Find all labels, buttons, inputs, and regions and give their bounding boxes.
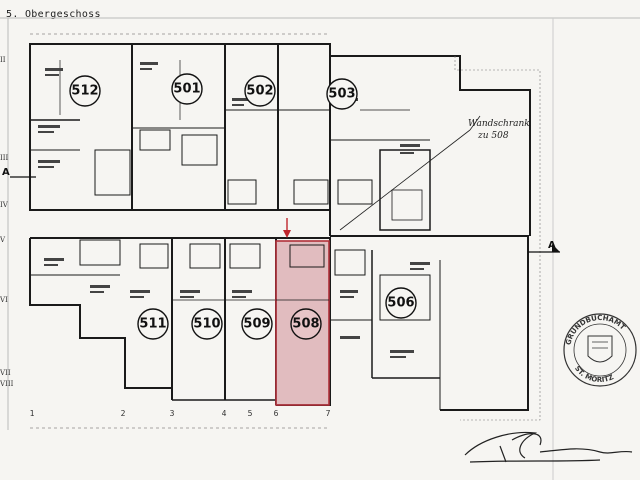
grid-number-5: 5	[248, 409, 253, 418]
stamp-seal: GRUNDBUCHAMT ST. MORITZ	[563, 313, 637, 387]
unit-label-509: 509	[243, 317, 270, 332]
grid-number-2: 2	[121, 409, 126, 418]
unit-circle-502	[244, 75, 276, 107]
unit-circle-506	[385, 287, 417, 319]
red-arrow-icon	[283, 218, 291, 238]
room-text-marks	[38, 62, 430, 358]
section-mark-left: A	[2, 167, 36, 178]
unit-label-508: 508	[292, 317, 319, 332]
unit-circle-510	[191, 308, 223, 340]
unit-label-503: 503	[328, 87, 355, 102]
grid-number-6: 6	[274, 409, 279, 418]
upper-wing	[29, 43, 373, 211]
east-wing	[329, 55, 531, 236]
unit-label-510: 510	[193, 317, 220, 332]
section-mark-left-label: A	[2, 167, 10, 178]
grid-roman-6: VI	[0, 296, 8, 304]
grid-roman-5: V	[0, 236, 6, 244]
unit-circle-511	[137, 308, 169, 340]
unit-circle-508	[290, 308, 322, 340]
section-mark-right: A	[528, 240, 560, 253]
grid-roman-8: VIII	[0, 380, 14, 388]
signature	[464, 431, 633, 463]
unit-circle-509	[241, 308, 273, 340]
grid-roman-3: III	[0, 154, 9, 162]
annotation-leader-tail	[469, 115, 481, 131]
grid-number-1: 1	[30, 409, 35, 418]
south-east-wing	[330, 235, 529, 411]
grid-number-3: 3	[170, 409, 175, 418]
unit-label-506: 506	[387, 296, 414, 311]
annotation-leader	[339, 129, 471, 231]
envelope-outline	[454, 56, 541, 421]
unit-label-512: 512	[71, 84, 98, 99]
grid-roman-2: II	[0, 56, 6, 64]
annotation-line-2: zu 508	[477, 131, 509, 141]
grid-axis-left: II III IV V VI VII VIII	[0, 56, 14, 388]
annotation-line-1: Wandschrank	[468, 119, 530, 129]
unit-508-inner-walls	[276, 244, 329, 301]
svg-text:GRUNDBUCHAMT: GRUNDBUCHAMT	[564, 314, 626, 346]
unit-label-502: 502	[246, 84, 273, 99]
unit-label-511: 511	[139, 317, 166, 332]
grid-roman-4: IV	[0, 201, 9, 209]
grid-number-7: 7	[326, 409, 331, 418]
grid-axis-bottom: 1 2 3 4 5 6 7	[30, 409, 331, 418]
grid-roman-7: VII	[0, 369, 11, 377]
unit-circle-501	[171, 73, 203, 105]
unit-circle-512	[69, 75, 101, 107]
page-title: 5. Obergeschoss	[6, 9, 101, 20]
unit-label-501: 501	[173, 82, 200, 97]
unit-circles: 512 501 502 503 511 510 509 508 506	[69, 73, 417, 340]
unit-circle-503	[326, 78, 358, 110]
grid-number-4: 4	[222, 409, 227, 418]
